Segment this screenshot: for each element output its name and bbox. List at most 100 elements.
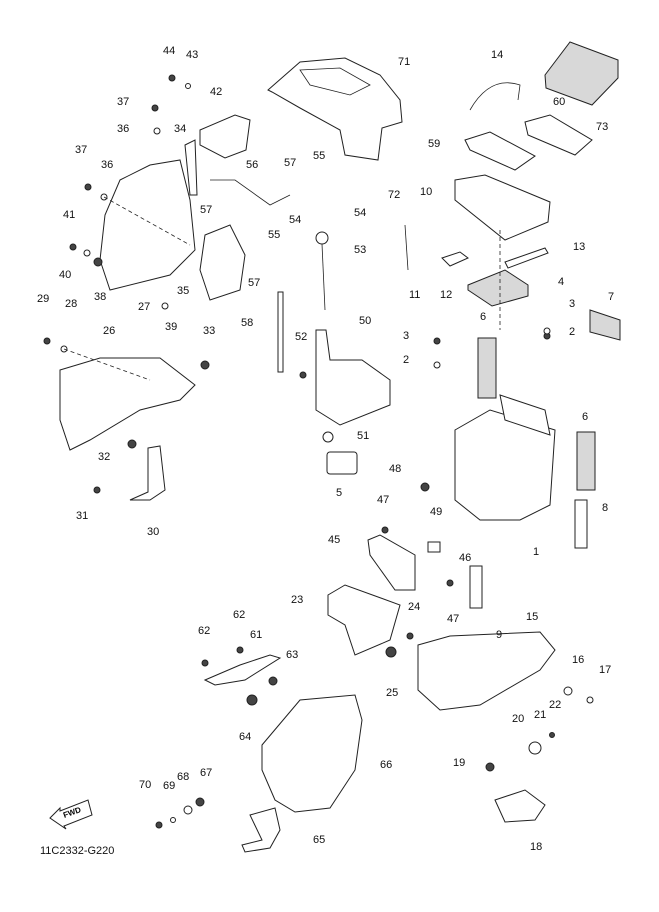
- part-18-bracket: [494, 789, 546, 823]
- callout-41: 41: [63, 209, 76, 221]
- part-9: [469, 565, 483, 609]
- part-42: [199, 114, 251, 159]
- part-60: [524, 114, 593, 156]
- callout-55: 55: [268, 229, 281, 241]
- callout-46: 46: [459, 552, 472, 564]
- callout-10: 10: [420, 186, 433, 198]
- callout-30: 30: [147, 526, 160, 538]
- callout-14: 14: [491, 49, 504, 61]
- part-66-cover: [261, 694, 363, 813]
- part-72-rod: [404, 224, 409, 271]
- part-5-pad: [326, 451, 358, 475]
- callout-65: 65: [313, 834, 326, 846]
- callout-47: 47: [377, 494, 390, 506]
- callout-58: 58: [241, 317, 254, 329]
- callout-6: 6: [480, 311, 487, 323]
- callout-29: 29: [37, 293, 50, 305]
- callout-19: 19: [453, 757, 466, 769]
- callout-57: 57: [200, 204, 213, 216]
- part-8: [574, 499, 588, 549]
- callout-70: 70: [139, 779, 152, 791]
- callout-39: 39: [165, 321, 178, 333]
- callout-3: 3: [569, 298, 576, 310]
- callout-27: 27: [138, 301, 151, 313]
- callout-40: 40: [59, 269, 72, 281]
- callout-11: 11: [409, 289, 421, 301]
- fasteners: [43, 74, 594, 829]
- callout-13: 13: [573, 241, 586, 253]
- callout-45: 45: [328, 534, 341, 546]
- callout-28: 28: [65, 298, 78, 310]
- callout-57: 57: [284, 157, 297, 169]
- callout-38: 38: [94, 291, 107, 303]
- callout-4: 4: [558, 276, 565, 288]
- callout-2: 2: [403, 354, 410, 366]
- part-58-tube: [277, 291, 284, 373]
- part-23-bracket: [327, 584, 401, 656]
- fwd-arrow-icon: [49, 799, 93, 830]
- part-45-bracket: [367, 534, 416, 591]
- callout-44: 44: [163, 45, 176, 57]
- callout-3: 3: [403, 330, 410, 342]
- callout-16: 16: [572, 654, 585, 666]
- callout-54: 54: [354, 207, 367, 219]
- callout-31: 31: [76, 510, 89, 522]
- callout-53: 53: [354, 244, 367, 256]
- callout-7: 7: [608, 291, 615, 303]
- callout-24: 24: [408, 601, 421, 613]
- callout-54: 54: [289, 214, 302, 226]
- callout-1: 1: [533, 546, 540, 558]
- part-56-hose: [210, 179, 291, 206]
- callout-64: 64: [239, 731, 252, 743]
- callout-59: 59: [428, 138, 441, 150]
- callout-67: 67: [200, 767, 213, 779]
- part-53-valve: [315, 231, 329, 311]
- callout-73: 73: [596, 121, 609, 133]
- callout-34: 34: [174, 123, 187, 135]
- callout-6: 6: [582, 411, 589, 423]
- callout-72: 72: [388, 189, 401, 201]
- callout-25: 25: [386, 687, 399, 699]
- callout-5: 5: [336, 487, 343, 499]
- part-1-battery-box: [454, 409, 556, 521]
- part-61-bracket: [203, 654, 282, 686]
- part-12: [441, 251, 469, 267]
- part-14-strap: [469, 82, 521, 111]
- callout-32: 32: [98, 451, 111, 463]
- callout-63: 63: [286, 649, 299, 661]
- callout-18: 18: [530, 841, 543, 853]
- callout-37: 37: [75, 144, 88, 156]
- part-30-bracket: [129, 445, 166, 501]
- callout-23: 23: [291, 594, 304, 606]
- callout-48: 48: [389, 463, 402, 475]
- part-26-cover: [59, 357, 196, 451]
- callout-49: 49: [430, 506, 443, 518]
- callout-62: 62: [198, 625, 211, 637]
- callout-8: 8: [602, 502, 609, 514]
- callout-12: 12: [440, 289, 453, 301]
- callout-52: 52: [295, 331, 308, 343]
- callout-33: 33: [203, 325, 216, 337]
- part-6b: [576, 431, 596, 491]
- part-73-manual: [544, 41, 619, 106]
- callout-66: 66: [380, 759, 393, 771]
- part-50-reservoir: [315, 329, 391, 426]
- callout-56: 56: [246, 159, 259, 171]
- part-7: [589, 309, 621, 341]
- callout-62: 62: [233, 609, 246, 621]
- callout-57: 57: [248, 277, 261, 289]
- part-side-panel-left: [99, 139, 246, 301]
- callout-37: 37: [117, 96, 130, 108]
- part-65-bracket: [241, 807, 281, 853]
- part-13: [504, 247, 549, 269]
- callout-42: 42: [210, 86, 223, 98]
- callout-35: 35: [177, 285, 190, 297]
- callout-2: 2: [569, 326, 576, 338]
- callout-17: 17: [599, 664, 612, 676]
- part-4: [467, 269, 529, 307]
- callout-47: 47: [447, 613, 460, 625]
- part-59: [464, 131, 536, 171]
- callout-15: 15: [526, 611, 539, 623]
- callout-68: 68: [177, 771, 190, 783]
